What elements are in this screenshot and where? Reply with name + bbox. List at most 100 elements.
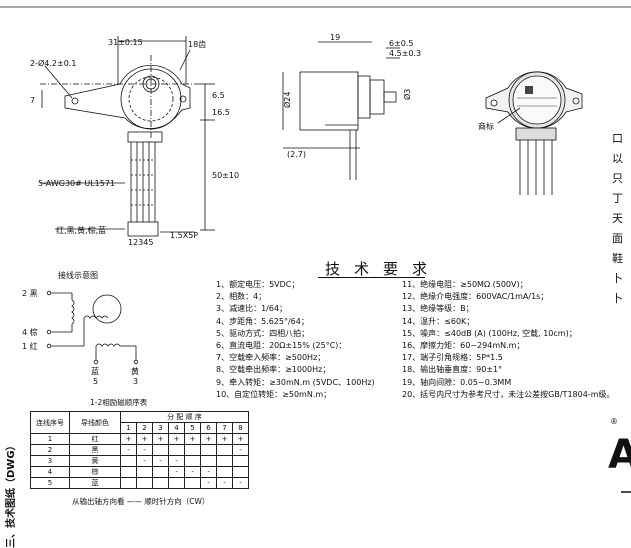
- brand-logo: A: [608, 432, 631, 478]
- table-cell: +: [232, 433, 249, 445]
- wiring-diagram: 接线示意图 2 黑 4 棕 1 红 蓝 5 黄 3 1-2相励磁顺序表: [22, 270, 148, 407]
- table-cell: +: [200, 433, 217, 445]
- table-cell: -: [120, 444, 137, 456]
- table-cell: -: [152, 455, 169, 467]
- table-cell: [200, 444, 217, 456]
- spec-item: 8、空载牵出频率：≥1000Hz；: [216, 365, 331, 375]
- right-edge-char: 鞋: [612, 252, 623, 265]
- table-cell: -: [136, 444, 153, 456]
- table-cell: -: [200, 477, 217, 489]
- mount-hole-right: [179, 95, 187, 103]
- wire-2-label: 2 黑: [22, 289, 38, 298]
- table-cell: [232, 455, 249, 467]
- table-cell: +: [120, 433, 137, 445]
- table-cell: [120, 466, 137, 478]
- header-order: 分 配 顺 序: [120, 411, 249, 423]
- direction-note: 从输出轴方向看 —— 顺时针方向（CW）: [72, 497, 210, 506]
- table-cell: [184, 477, 201, 489]
- dim-hole: 2-Ø4.2±0.1: [30, 58, 76, 68]
- right-edge-char: 口: [612, 132, 623, 145]
- spec-item: 4、步距角：5.625°/64；: [216, 316, 309, 326]
- spec-item: 6、直流电阻：20Ω±15% (25°C)：: [216, 340, 347, 350]
- spec-item: 5、驱动方式：四相八拍；: [216, 328, 310, 338]
- dim-16-5: 16.5: [212, 108, 230, 117]
- wiring-title: 接线示意图: [58, 270, 98, 280]
- step-header: 8: [232, 422, 249, 434]
- step-header: 4: [168, 422, 185, 434]
- table-cell: +: [136, 433, 153, 445]
- dim-teeth: 18齿: [188, 40, 206, 49]
- dim-4-5: 4.5±0.3: [389, 49, 421, 58]
- spec-item: 18、输出轴垂直度：90±1°: [402, 365, 503, 375]
- table-cell: [200, 455, 217, 467]
- right-edge-char: 丁: [612, 192, 623, 205]
- table-cell: [120, 455, 137, 467]
- step-header: 5: [184, 422, 201, 434]
- dim-2-7: (2.7): [287, 150, 306, 159]
- header-seq: 连线序号: [30, 411, 70, 434]
- section-label: 三、技术图纸（DWG）: [6, 440, 17, 548]
- spec-item: 16、摩擦力矩：60~294mN.m；: [402, 340, 525, 350]
- table-cell: 红: [69, 433, 121, 445]
- spec-item: 20、括号内尺寸为参考尺寸，未注公差按GB/T1804-m级。: [402, 389, 615, 399]
- dim-6-5: 6.5: [212, 91, 225, 100]
- front-view: 31±0.15 18齿 2-Ø4.2±0.1 7 6.5 16.5 50±10 …: [30, 36, 239, 247]
- table-cell: -: [232, 477, 249, 489]
- product-photo: 商标: [478, 71, 583, 195]
- step-header: 7: [216, 422, 233, 434]
- specs-right: 11、绝缘电阻：≥50MΩ (500V)； 12、绝缘介电强度：600VAC/1…: [402, 279, 615, 401]
- step-header: 1: [120, 422, 137, 434]
- table-cell: [184, 455, 201, 467]
- dim-50: 50±10: [212, 171, 239, 180]
- spec-item: 9、牵入转矩：≥30mN.m (5VDC、100Hz): [216, 377, 375, 387]
- step-header: 2: [136, 422, 153, 434]
- table-cell: [152, 477, 169, 489]
- right-edge-char: 天: [612, 212, 623, 225]
- table-cell: -: [216, 477, 233, 489]
- spec-item: 17、端子引角规格：5P*1.5: [402, 353, 503, 363]
- table-cell: [152, 444, 169, 456]
- wire-spec: 5-AWG30# UL1571: [38, 179, 115, 188]
- table-cell: [168, 444, 185, 456]
- spec-item: 13、绝缘等级：B；: [402, 304, 474, 314]
- step-header: 3: [152, 422, 169, 434]
- right-edge-char: 以: [612, 152, 623, 165]
- spec-title-underline: [318, 277, 425, 278]
- spec-item: 15、噪声：≤40dB (A) (100Hz, 空载, 10cm)；: [402, 328, 577, 338]
- rotor-symbol: [92, 294, 122, 324]
- dim-24: Ø24: [282, 92, 292, 108]
- spec-item: 11、绝缘电阻：≥50MΩ (500V)；: [402, 280, 528, 289]
- table-cell: +: [216, 433, 233, 445]
- table-cell: [216, 444, 233, 456]
- table-cell: [152, 466, 169, 478]
- dim-7: 7: [30, 96, 35, 105]
- table-cell: 棕: [69, 466, 121, 478]
- right-edge-char: 卜: [612, 292, 623, 305]
- yellow-label: 黄: [131, 366, 139, 376]
- table-cell: 5: [30, 477, 70, 489]
- right-edge-char: 面: [612, 232, 623, 245]
- spec-item: 14、温升：≤60K；: [402, 316, 475, 326]
- wire-4-label: 4 棕: [22, 327, 38, 337]
- mount-hole-left: [71, 97, 79, 105]
- table-cell: 黑: [69, 444, 121, 456]
- header-color: 导线颜色: [69, 411, 121, 434]
- side-view: 19 6±0.5 4.5±0.3 Ø24 Ø3 (2.7): [282, 33, 421, 180]
- spec-item: 3、减速比：1/64；: [216, 304, 288, 314]
- table-cell: -: [168, 455, 185, 467]
- spec-item: 12、绝缘介电强度：600VAC/1mA/1s；: [402, 292, 549, 302]
- table-cell: [184, 444, 201, 456]
- yellow-num: 3: [133, 377, 138, 386]
- table-cell: +: [168, 433, 185, 445]
- step-header: 6: [200, 422, 217, 434]
- table-cell: -: [232, 444, 249, 456]
- spec-item: 19、轴向间隙：0.05~0.3MM: [402, 377, 512, 387]
- dim-3: Ø3: [402, 89, 412, 100]
- table-cell: [120, 477, 137, 489]
- dim-pitch: 1.5X5P: [170, 231, 198, 240]
